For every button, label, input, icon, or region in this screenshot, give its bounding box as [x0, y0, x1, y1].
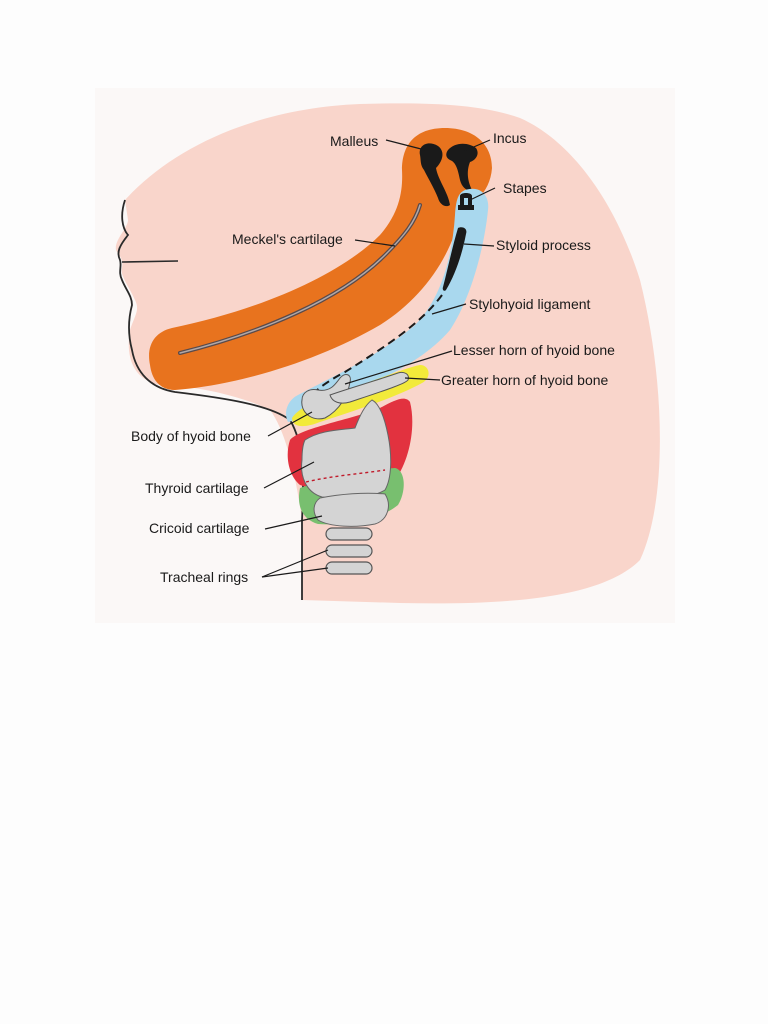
label-cricoid-cartilage: Cricoid cartilage — [149, 520, 250, 536]
mouth-line — [121, 260, 179, 263]
meckels-cartilage-rod-highlight — [179, 204, 421, 354]
leader-malleus — [385, 139, 426, 151]
tracheal-ring — [325, 527, 373, 541]
leader-lesser-horn — [344, 350, 453, 385]
first-arch-band — [149, 128, 492, 390]
label-body-of-hyoid: Body of hyoid bone — [131, 428, 251, 444]
leader-incus — [461, 139, 491, 153]
tracheal-ring — [325, 544, 373, 558]
incus-bone — [446, 143, 478, 191]
greater-horn-of-hyoid — [329, 371, 409, 404]
thyroid-cartilage-seam — [305, 469, 386, 483]
malleus-bone — [419, 143, 450, 207]
leader-body-of-hyoid — [267, 411, 313, 437]
stylohyoid-ligament — [311, 294, 443, 396]
stapes-bone — [458, 193, 474, 210]
leader-thyroid — [263, 461, 315, 489]
label-styloid-process: Styloid process — [496, 237, 591, 253]
leader-stapes — [469, 187, 496, 201]
label-incus: Incus — [493, 130, 526, 146]
label-stapes: Stapes — [503, 180, 547, 196]
thyroid-cartilage — [301, 399, 392, 499]
leader-greater-horn — [404, 377, 441, 381]
label-stylohyoid-ligament: Stylohyoid ligament — [469, 296, 591, 312]
leader-stylohyoid — [431, 303, 467, 315]
styloid-process-bone — [442, 227, 467, 291]
leader-meckels — [354, 239, 396, 247]
leader-styloid — [463, 243, 495, 247]
tracheal-ring — [325, 561, 373, 575]
leader-tracheal-2 — [261, 567, 329, 578]
label-thyroid-cartilage: Thyroid cartilage — [145, 480, 249, 496]
label-meckels-cartilage: Meckel's cartilage — [232, 231, 343, 247]
label-greater-horn: Greater horn of hyoid bone — [441, 372, 609, 388]
leader-cricoid — [264, 515, 323, 530]
leader-tracheal-1 — [261, 549, 329, 578]
cricoid-cartilage — [313, 492, 389, 527]
label-tracheal-rings: Tracheal rings — [160, 569, 248, 585]
lesser-horn-of-hyoid — [301, 374, 351, 420]
label-lesser-horn: Lesser horn of hyoid bone — [453, 342, 615, 358]
label-malleus: Malleus — [330, 133, 378, 149]
